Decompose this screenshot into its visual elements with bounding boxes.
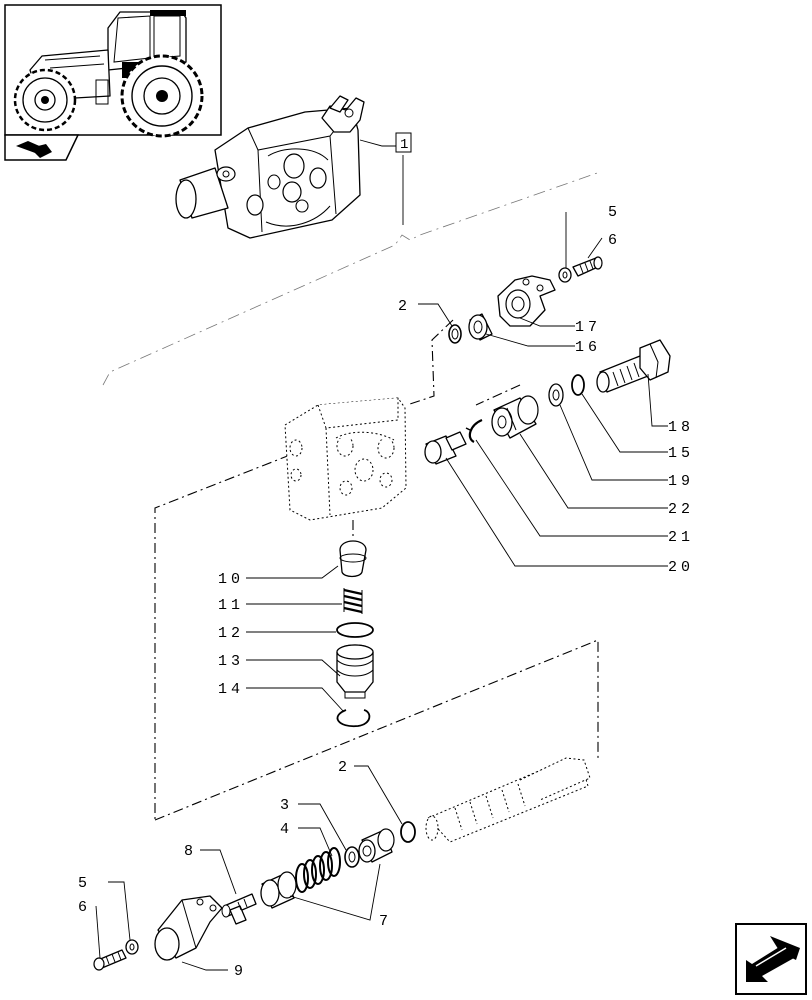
assembly-lines: [154, 319, 599, 821]
part-label: 9: [234, 963, 247, 980]
leader-lines: [95, 212, 668, 971]
part-12-oring: [336, 622, 374, 638]
part-17-bracket: [497, 275, 556, 327]
part-7-cup-right: [358, 828, 395, 863]
part-label: 17: [575, 319, 601, 336]
valve-assembly-main: [175, 95, 365, 239]
rear-wheel: [120, 54, 204, 138]
tractor-thumbnail-icon[interactable]: [4, 4, 222, 138]
part-label: 15: [668, 445, 694, 462]
part-6-screw-bottom: [93, 949, 127, 971]
part-5-washer-bottom: [125, 939, 139, 955]
part-21-circlip: [465, 418, 483, 443]
part-label: 5: [608, 204, 621, 221]
part-label: 16: [575, 339, 601, 356]
part-label: 11: [218, 597, 244, 614]
ghost-frame-lines: [102, 171, 601, 386]
part-label: 7: [379, 913, 392, 930]
part-label: 2: [398, 298, 411, 315]
reference-box-label: 1: [400, 137, 408, 153]
part-label: 19: [668, 473, 694, 490]
front-wheel: [13, 68, 77, 132]
part-label: 12: [218, 625, 244, 642]
part-label: 14: [218, 681, 244, 698]
part-label: 21: [668, 529, 694, 546]
part-3-washer: [344, 846, 360, 868]
part-2-oring-top: [448, 324, 462, 344]
part-5-washer-top: [558, 267, 572, 283]
tractor-tab-icon[interactable]: [4, 134, 80, 161]
part-6-screw-top: [572, 256, 603, 277]
part-label: 4: [280, 821, 293, 838]
part-label: 2: [338, 759, 351, 776]
part-20-plunger: [424, 431, 467, 465]
part-16-bushing: [468, 313, 493, 341]
part-22-piston: [491, 395, 539, 439]
part-label: 13: [218, 653, 244, 670]
part-label: 6: [608, 232, 621, 249]
part-label: 6: [78, 899, 91, 916]
part-label: 22: [668, 501, 694, 518]
part-7-cup-left: [260, 871, 297, 909]
part-label: 18: [668, 419, 694, 436]
part-14-clip: [336, 709, 371, 728]
part-label: 20: [668, 559, 694, 576]
part-4-spring: [295, 847, 341, 893]
reference-box-1: 1: [359, 132, 412, 225]
part-labels: 5 6 2 17 16 18 15 19 22 21 20 10 11 12 1…: [78, 204, 694, 980]
navigation-arrow-icon[interactable]: [735, 923, 807, 995]
part-label: 3: [280, 797, 293, 814]
valve-body-ghost: [284, 397, 407, 521]
part-2-oring-bottom: [400, 821, 416, 843]
part-13-seat: [336, 644, 374, 699]
part-8-screw: [221, 893, 257, 925]
spool-ghost: [425, 757, 591, 843]
part-9-cap: [154, 895, 223, 961]
part-label: 8: [184, 843, 197, 860]
part-label: 10: [218, 571, 244, 588]
part-19-washer: [548, 383, 564, 407]
part-15-oring: [571, 374, 585, 396]
part-10-poppet: [339, 540, 367, 578]
part-18-plug: [596, 339, 671, 393]
part-label: 5: [78, 875, 91, 892]
part-11-spring: [343, 588, 363, 614]
